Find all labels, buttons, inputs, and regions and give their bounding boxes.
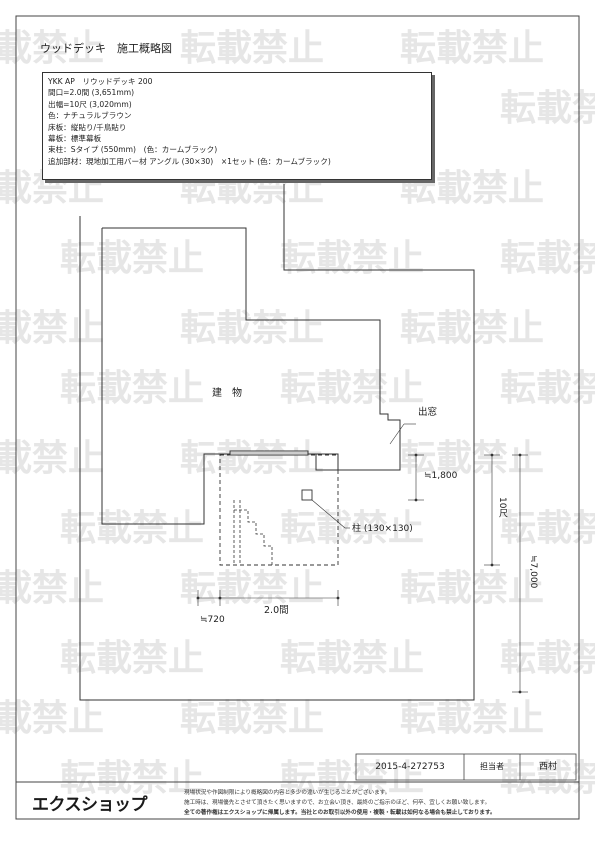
watermark-text: 転載禁止 [180,698,324,739]
spec-color: 色：ナチュラルブラウン [48,111,132,121]
spec-depth: 出幅=10尺 (3,020mm) [48,99,132,109]
dim-2ken: 2.0間 [264,605,289,616]
spec-floorboard: 床板：縦貼り/千鳥貼り [48,122,127,132]
watermark-text: 転載禁止 [180,308,324,349]
tanto-label: 担当者 [480,762,504,771]
spec-additional: 追加部材：現地加工用バー材 アングル (30×30) ×1セット (色：カームブ… [48,156,331,166]
building-outline [101,227,401,525]
spec-product: YKK AP リウッドデッキ 200 [48,77,153,86]
drawing-title: ウッドデッキ 施工概略図 [40,42,172,55]
watermark-text: 転載禁止 [60,238,204,279]
spec-box: YKK AP リウッドデッキ 200 間口=2.0間 (3,651mm) 出幅=… [42,72,432,180]
dim-10shaku: 10尺 [497,497,507,518]
tanto-name: 西村 [538,762,557,772]
building-label: 建 物 [212,388,242,399]
document-code: 2015-4-272753 [375,762,445,772]
watermark-text: 転載禁止 [400,698,544,739]
spec-lines: YKK AP リウッドデッキ 200 間口=2.0間 (3,651mm) 出幅=… [45,76,331,167]
watermark-text: 転載禁止 [0,568,104,609]
post-label: 柱 (130×130) [352,524,413,534]
watermark-text: 転載禁止 [60,368,204,409]
spec-fascia: 幕板：標準幕板 [48,134,102,144]
bay-window-label: 出窓 [418,407,438,418]
watermark-text: 転載禁止 [0,698,104,739]
watermark-text: 転載禁止 [60,508,204,549]
site-boundary [79,184,475,701]
dim-1800: ≒1,800 [424,471,458,481]
watermark-text: 転載禁止 [400,28,544,69]
watermark-text: 転載禁止 [280,508,424,549]
company-logo: エクスショップ [32,795,148,815]
footer-note-2: 施工時は、現場優先とさせて頂きたく思いますので、お立会い頂き、最終のご指示のほど… [184,800,491,806]
watermark-text: 転載禁止 [60,638,204,679]
watermark-text: 転載禁止 [60,758,204,799]
dim-720: ≒720 [200,615,225,625]
watermark-text: 転載禁止 [280,638,424,679]
deck-steps [234,509,273,565]
watermark-text: 転載禁止 [280,238,424,279]
watermark-text: 転載禁止 [0,308,104,349]
watermark-text: 転載禁止 [400,308,544,349]
outer-frame [15,15,580,820]
watermark-text: 転載禁止 [280,368,424,409]
post-symbol [301,489,313,501]
watermark-text: 転載禁止 [0,438,104,479]
title-block [355,753,577,781]
footer-note-3: 全ての著作権はエクスショップに帰属します。当社とのお取引以外の使用・複製・転載は… [184,810,496,816]
watermark-text: 転載禁止 [180,28,324,69]
spec-post: 束柱：Sタイプ (550mm) (色：カームブラック) [48,145,218,155]
watermark-text: 転載禁止 [280,758,424,799]
watermark-text: 転載禁止 [0,28,104,69]
footer-note-1: 現場状況や作図制限により概略図の内容と多少の違いが生じることがございます。 [184,790,391,796]
dim-7000: ≒7,000 [528,555,538,589]
deck-outline [219,454,339,566]
bay-window-notch [315,453,339,471]
spec-width: 間口=2.0間 (3,651mm) [48,88,135,98]
watermark-text: 転載禁止 [180,568,324,609]
